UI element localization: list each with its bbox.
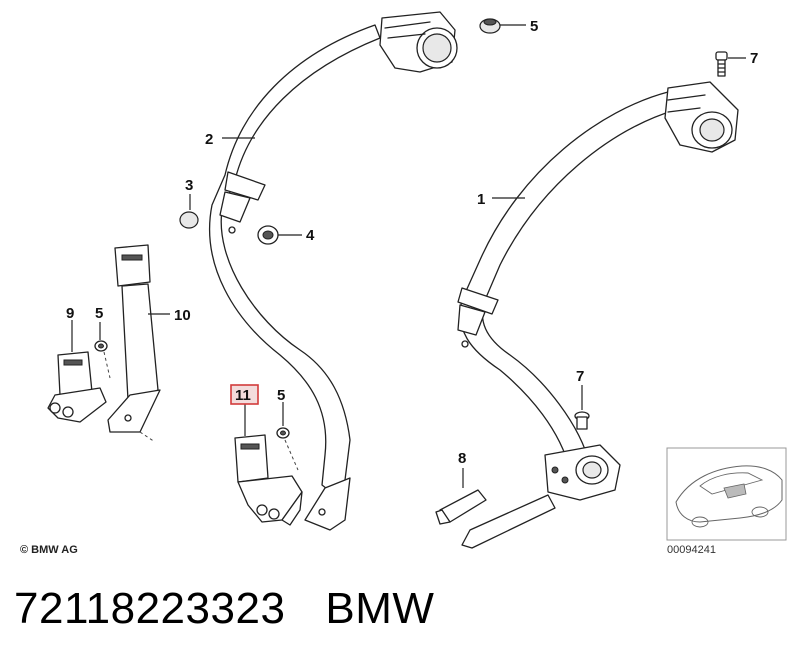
anchor-plate-2 bbox=[304, 477, 351, 531]
image-number: 00094241 bbox=[667, 544, 716, 556]
callout-5-center: 5 bbox=[277, 387, 285, 404]
callout-10: 10 bbox=[174, 307, 191, 324]
callout-9: 9 bbox=[66, 305, 74, 322]
callout-2: 2 bbox=[205, 131, 213, 148]
part-7-bolt-top bbox=[715, 51, 728, 77]
retractor-top bbox=[379, 11, 458, 73]
belt-tensioner bbox=[461, 444, 621, 549]
part-number: 72118223323 bbox=[14, 584, 286, 633]
callout-5-left: 5 bbox=[95, 305, 103, 322]
callout-11: 11 bbox=[235, 387, 251, 404]
callout-6: 5 bbox=[530, 18, 538, 35]
seat-belt-diagram: 5 7 2 1 3 4 9 5 10 5 7 8 11 © BMW AG 000… bbox=[20, 11, 787, 556]
callout-7-lower: 7 bbox=[576, 368, 584, 385]
callout-7-top: 7 bbox=[750, 50, 758, 67]
part-7-bolt-lower bbox=[574, 411, 590, 430]
part-3-cap bbox=[179, 211, 199, 229]
part-label: 72118223323 BMW bbox=[14, 584, 474, 634]
vehicle-thumbnail bbox=[666, 447, 787, 541]
part-6-grommet bbox=[479, 18, 501, 34]
belt-1 bbox=[457, 91, 676, 479]
copyright-text: © BMW AG bbox=[20, 544, 78, 556]
callout-4: 4 bbox=[306, 227, 315, 244]
part-5-bolt-left bbox=[94, 340, 108, 352]
part-5-bolt-center bbox=[276, 427, 290, 439]
belt-2 bbox=[208, 24, 381, 496]
callout-3: 3 bbox=[185, 177, 193, 194]
buckle-11 bbox=[234, 434, 303, 526]
buckle-9 bbox=[47, 351, 107, 423]
part-8-cover bbox=[435, 489, 487, 525]
part-4-washer bbox=[257, 225, 279, 245]
callout-8: 8 bbox=[458, 450, 466, 467]
buckle-10 bbox=[107, 244, 161, 433]
callout-11-highlight-box bbox=[230, 384, 259, 405]
brand-name: BMW bbox=[325, 584, 435, 633]
callout-1: 1 bbox=[477, 191, 485, 208]
retractor-right bbox=[664, 81, 739, 153]
